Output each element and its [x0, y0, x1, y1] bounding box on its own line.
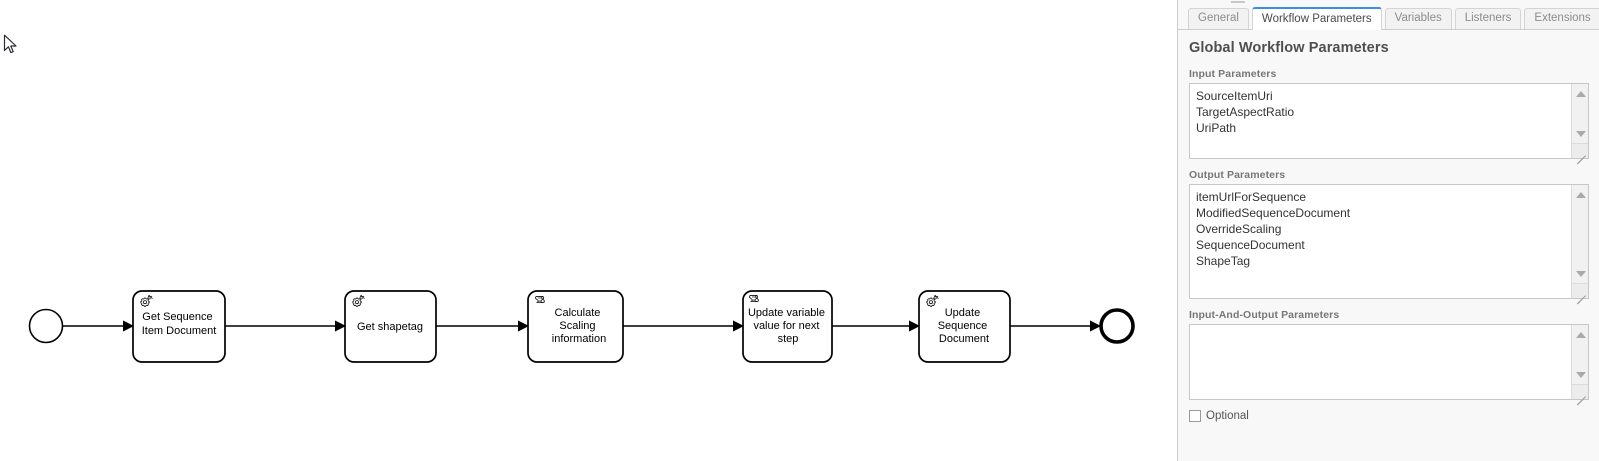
resize-grip-icon[interactable]: [1571, 283, 1588, 305]
input-and-output-parameters-label: Input-And-Output Parameters: [1189, 309, 1340, 321]
task-label: Calculate Scaling information: [552, 307, 606, 345]
gear-icon: [140, 295, 153, 307]
end-event[interactable]: [1099, 308, 1135, 344]
list-item: itemUrlForSequence: [1196, 190, 1307, 204]
tab-extensions[interactable]: Extensions: [1524, 8, 1599, 29]
scroll-down-arrow-icon[interactable]: [1572, 367, 1589, 382]
gear-icon: [352, 295, 365, 307]
list-item: OverrideScaling: [1196, 222, 1282, 236]
list-item: ShapeTag: [1196, 254, 1251, 268]
tab-variables[interactable]: Variables: [1384, 8, 1452, 29]
list-item: UriPath: [1196, 121, 1237, 135]
task-get-sequence-item-document[interactable]: Get Sequence Item Document: [132, 290, 226, 363]
scrollbar[interactable]: [1571, 325, 1588, 399]
tab-label: Variables: [1394, 12, 1442, 25]
tab-label: Workflow Parameters: [1261, 12, 1372, 25]
input-parameters-label: Input Parameters: [1189, 68, 1277, 80]
scroll-up-arrow-icon[interactable]: [1572, 327, 1589, 342]
section-title: Global Workflow Parameters: [1189, 40, 1389, 56]
panel-top-divider: [1231, 1, 1245, 3]
bpmn-canvas[interactable]: Get Sequence Item Document Get shapetag: [0, 0, 1177, 461]
panel-body: Global Workflow Parameters Input Paramet…: [1178, 30, 1599, 461]
task-update-variable-value-for-next-step[interactable]: Update variable value for next step: [742, 290, 833, 363]
resize-grip-icon[interactable]: [1571, 143, 1588, 165]
tab-workflow-parameters[interactable]: Workflow Parameters: [1251, 7, 1382, 30]
scrollbar[interactable]: [1571, 84, 1588, 158]
start-event[interactable]: [28, 308, 64, 344]
panel-tab-bar[interactable]: General Workflow Parameters Variables Li…: [1178, 7, 1599, 30]
task-get-shapetag[interactable]: Get shapetag: [344, 290, 437, 363]
tab-general[interactable]: General: [1188, 8, 1249, 29]
scroll-up-arrow-icon[interactable]: [1572, 187, 1589, 202]
output-parameters-values: itemUrlForSequence ModifiedSequenceDocum…: [1190, 185, 1588, 298]
list-item: TargetAspectRatio: [1196, 105, 1295, 119]
task-update-sequence-document[interactable]: Update Sequence Document: [918, 290, 1011, 363]
task-calculate-scaling-information[interactable]: Calculate Scaling information: [527, 290, 624, 363]
output-parameters-label: Output Parameters: [1189, 169, 1286, 181]
tab-listeners[interactable]: Listeners: [1454, 8, 1522, 29]
script-icon: [535, 296, 545, 304]
input-and-output-parameters-textarea[interactable]: [1189, 324, 1589, 406]
optional-checkbox[interactable]: [1189, 410, 1201, 422]
scroll-down-arrow-icon[interactable]: [1572, 126, 1589, 141]
task-label: Update Sequence Document: [938, 307, 991, 345]
list-item: SequenceDocument: [1196, 238, 1305, 252]
input-and-output-parameters-values: [1190, 325, 1588, 399]
panel-top-stub: [1178, 0, 1599, 8]
optional-checkbox-row[interactable]: Optional: [1189, 410, 1589, 422]
task-label: Get Sequence Item Document: [142, 311, 217, 337]
output-parameters-textarea[interactable]: itemUrlForSequence ModifiedSequenceDocum…: [1189, 184, 1589, 305]
resize-grip-icon[interactable]: [1571, 384, 1588, 406]
list-item: ModifiedSequenceDocument: [1196, 206, 1351, 220]
input-parameters-values: SourceItemUri TargetAspectRatio UriPath: [1190, 84, 1588, 158]
scroll-up-arrow-icon[interactable]: [1572, 86, 1589, 101]
gear-icon: [926, 295, 939, 307]
mouse-cursor: [3, 34, 17, 54]
input-parameters-textarea[interactable]: SourceItemUri TargetAspectRatio UriPath: [1189, 83, 1589, 165]
optional-label: Optional: [1206, 410, 1249, 422]
tab-label: Listeners: [1464, 12, 1512, 25]
task-label: Get shapetag: [357, 321, 423, 333]
task-label: Update variable value for next step: [748, 307, 828, 345]
tab-label: General: [1198, 12, 1239, 25]
scroll-down-arrow-icon[interactable]: [1572, 266, 1589, 281]
list-item: SourceItemUri: [1196, 89, 1273, 103]
scrollbar[interactable]: [1571, 185, 1588, 298]
properties-panel: General Workflow Parameters Variables Li…: [1177, 0, 1599, 461]
tab-label: Extensions: [1534, 12, 1591, 25]
script-icon: [749, 295, 759, 303]
